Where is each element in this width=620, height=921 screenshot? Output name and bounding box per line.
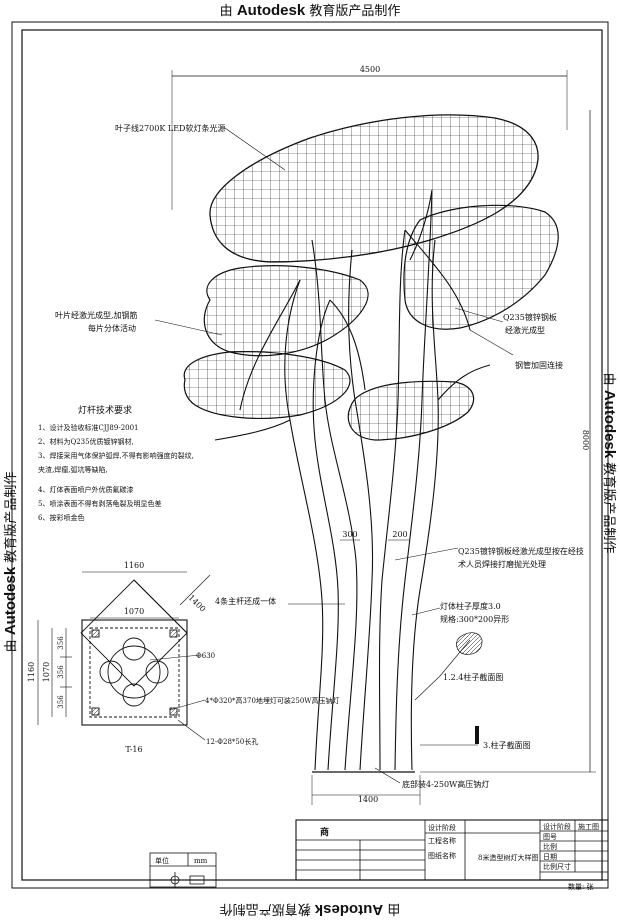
canopy [183,114,559,441]
tech-item: 4、灯体表面喷户外优质氟碳漆 [38,485,133,494]
label-thickness-2: 规格:300*200异形 [440,614,509,624]
base-plan [37,571,211,741]
dim-1400-plan: 1400 [187,593,208,614]
label-sect3: 3.柱子截面图 [483,740,531,750]
label-led: 叶子线2700K LED软灯条光源 [115,123,225,133]
tb-sheet: 数量: 张 [568,882,594,891]
dim-4500: 4500 [360,65,380,74]
label-ground-lamp: 4*Φ320*高370地埋灯可装250W高压钠灯 [205,696,339,705]
label-leaf-1: 叶片经激光成型,加钢筋 [55,310,138,320]
strand [378,229,406,771]
tb-r1v: 施工图 [578,822,599,831]
tb-c1: 设计阶段 [428,823,456,832]
dim-height: 8000 [420,110,596,773]
tb-r1: 设计阶段 [543,822,571,831]
dim-1400-base: 1400 [358,795,378,804]
dim-phi630: Φ630 [196,652,215,660]
label-trunk-2: 术人员焊接打磨抛光处理 [458,559,546,569]
strand [404,229,471,331]
unit-value: mm [194,857,208,865]
strand [410,239,439,771]
tech-item: 5、喷涂表面不得有剥落龟裂及明显色差 [38,499,161,508]
leaf-top [209,114,539,263]
label-base-lamp: 底部装4-250W高压钠灯 [402,779,489,789]
label-sect124: 1.2.4柱子截面图 [443,672,503,682]
dim-1160-left: 1160 [27,662,36,682]
tb-c2: 工程名称 [428,836,456,845]
dim-356: 356 [57,695,65,709]
dim-8000: 8000 [581,430,590,450]
tb-r5: 比例尺寸 [543,862,571,871]
leaf-right-lower [347,380,475,441]
unit-box [149,852,217,888]
tb-r4: 日期 [543,853,557,861]
dim-1160-top: 1160 [124,561,144,570]
tb-r3: 比例 [543,842,557,851]
title-block [295,819,609,881]
watermark-top: 由 Autodesk 教育版产品制作 [219,2,401,19]
strand [329,299,366,391]
strand [239,279,301,411]
unit-label: 单位 [155,856,169,865]
label-t16: T-16 [125,745,142,754]
trunk-strands [214,189,491,771]
strand [284,279,324,771]
strand [312,299,339,771]
label-leaf-2: 每片分体活动 [88,323,136,333]
strand [409,189,433,261]
tech-item: 3、焊接采用气体保护弧焊,不得有影响强度的裂纹, [38,451,194,460]
tb-c3: 图纸名称 [428,851,456,860]
tech-item: 6、按彩喷金色 [38,513,84,522]
dim-1070-top: 1070 [124,607,144,616]
label-thickness-1: 灯体柱子厚度3.0 [440,601,501,611]
tech-item: 1、设计及验收标准CJJ89-2001 [38,423,139,432]
company-logo-text: 商 [320,826,329,838]
tech-title: 灯杆技术要求 [78,404,132,416]
dim-300: 300 [342,530,357,539]
strand [437,364,491,401]
dim-200: 200 [392,530,407,539]
dim-356: 356 [57,636,65,650]
label-four-bars: 4条主杆还成一体 [215,596,276,606]
tech-item: 夹渣,焊瘤,弧坑等缺陷, [38,465,108,474]
tech-item: 2、材料为Q235优质镀锌钢材, [38,437,134,446]
label-q235-1: Q235镀锌钢板 [503,312,557,322]
strand [348,249,374,771]
label-q235-2: 经激光成型 [505,325,545,335]
label-holes: 12-Φ28*50长孔 [206,737,258,746]
dim-356: 356 [57,665,65,679]
dim-width: 4500 [171,65,568,210]
dim-1070-left: 1070 [42,662,51,682]
tech-requirements: 灯杆技术要求 1、设计及验收标准CJJ89-2001 2、材料为Q235优质镀锌… [38,404,194,522]
label-trunk-1: Q235镀锌钢板经激光成型按在经技 [458,546,584,556]
strand [394,189,433,771]
outer-frame [11,21,609,889]
tb-drawing-name: 8米造型树灯大样图 [478,853,538,862]
label-pipe: 钢管加固连接 [515,360,563,370]
section-shape-124 [456,632,483,655]
section-shape-3 [475,726,479,744]
leaf-left-lower [183,351,351,419]
strand [311,239,358,771]
strand [214,419,291,441]
tb-r2: 图号 [543,833,557,841]
